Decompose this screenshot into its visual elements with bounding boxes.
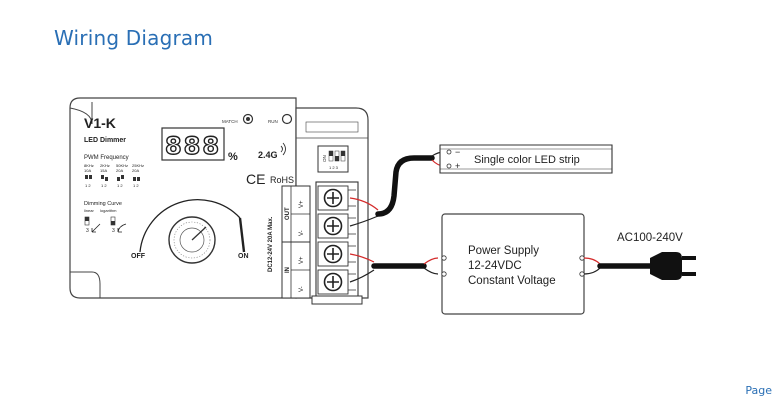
- model-subtitle: LED Dimmer: [84, 137, 126, 144]
- mounting-ear-bottom: [70, 271, 101, 298]
- wire-psu-out-vplus: [423, 257, 439, 265]
- in-vplus: V+: [299, 256, 305, 264]
- led-plus-sign: +: [455, 161, 460, 171]
- pwm-current-4: 20A: [132, 168, 139, 173]
- led-plus-pad: [446, 163, 452, 169]
- linear-curve-icon: [91, 223, 101, 233]
- psu-type: Constant Voltage: [468, 275, 556, 287]
- pwm-current-3: 20A: [116, 168, 123, 173]
- ce-mark: CE: [246, 171, 265, 187]
- ac-plug-icon: [650, 252, 696, 280]
- knob-scale-end: [238, 217, 246, 253]
- log-curve-icon: [117, 223, 127, 233]
- psu-out-minus-terminal: [441, 271, 447, 277]
- terminal-in-vminus: [317, 269, 349, 295]
- wire-psu-out-vminus: [423, 267, 439, 275]
- terminal-in-vplus: [317, 241, 349, 267]
- cable-to-led: [375, 155, 435, 217]
- wire-in-vplus: [349, 253, 375, 263]
- curve-num-a: 3: [86, 228, 89, 234]
- wireless-label: 2.4G: [258, 150, 278, 160]
- pwm-title: PWM Frequency: [84, 155, 129, 161]
- percent-sign: %: [228, 151, 238, 163]
- led-minus-sign: −: [455, 147, 460, 157]
- model-name: V1-K: [84, 115, 116, 131]
- led-minus-pad: [446, 149, 452, 155]
- pwm-option-3: 50KHz 20A 1 2: [116, 163, 128, 188]
- out-vplus: V+: [299, 200, 305, 208]
- curve-title: Dimming Curve: [84, 201, 122, 207]
- pwm-switch-2: 1 2: [101, 183, 107, 188]
- wire-out-vplus: [349, 197, 379, 211]
- pwm-option-1: 8KHz 10A 1 2: [84, 163, 94, 188]
- page-title: Wiring Diagram: [54, 26, 214, 50]
- psu-ac-terminal-2: [579, 271, 585, 277]
- psu-ac-terminal-1: [579, 255, 585, 261]
- pwm-switch-4: 1 2: [133, 183, 139, 188]
- run-label: RUN: [268, 119, 278, 124]
- rohs-mark: RoHS: [270, 175, 294, 185]
- housing-latch: [305, 121, 359, 133]
- out-vminus: V-: [299, 230, 305, 236]
- in-vminus: V-: [299, 286, 305, 292]
- mounting-ear-top: [69, 102, 93, 125]
- pwm-freq-1: 8KHz: [84, 163, 94, 168]
- page-footer: Page: [745, 384, 772, 397]
- terminal-rating: DC12-24V 20A Max.: [268, 216, 274, 272]
- psu-out-plus-terminal: [441, 255, 447, 261]
- pwm-freq-2: 2KHz: [100, 163, 110, 168]
- match-label: MATCH: [222, 119, 238, 124]
- ac-input-label: AC100-240V: [617, 232, 683, 244]
- in-label: IN: [285, 267, 291, 273]
- wire-in-vminus: [349, 269, 375, 283]
- wire-ac-1: [583, 257, 601, 265]
- led-strip-body: [439, 144, 613, 174]
- dip-on-label: ON: [322, 155, 327, 162]
- pwm-current-2: 15A: [100, 168, 107, 173]
- knob-on-label: ON: [238, 253, 249, 260]
- pwm-option-4: 25KHz 20A 1 2: [132, 163, 144, 188]
- wireless-signal-icon: [280, 142, 286, 156]
- psu-title: Power Supply: [468, 245, 539, 257]
- curve-num-b: 3: [112, 228, 115, 234]
- curve-linear-label: linear: [84, 208, 94, 213]
- display-digits: 888: [165, 132, 221, 160]
- out-label: OUT: [285, 207, 291, 220]
- curve-log-label: logarithm: [100, 208, 117, 213]
- pwm-switch-1: 1 2: [85, 183, 91, 188]
- pwm-current-1: 10A: [84, 168, 91, 173]
- run-led: [281, 113, 293, 125]
- display-window: [161, 127, 225, 161]
- pwm-freq-4: 25KHz: [132, 163, 144, 168]
- wire-ac-2: [583, 267, 601, 275]
- dimmer-body: [69, 97, 297, 299]
- knob-scale-arc: [139, 199, 241, 253]
- knob-pointer: [191, 226, 207, 241]
- pwm-option-2: 2KHz 15A 1 2: [100, 163, 110, 188]
- led-strip-label: Single color LED strip: [474, 154, 580, 166]
- pwm-switch-3: 1 2: [117, 183, 123, 188]
- wire-out-vminus: [349, 215, 379, 227]
- pwm-freq-3: 50KHz: [116, 163, 128, 168]
- psu-voltage: 12-24VDC: [468, 260, 522, 272]
- power-supply-body: [441, 213, 585, 315]
- dip-numbers: 1 2 3: [329, 165, 339, 170]
- knob-off-label: OFF: [131, 253, 146, 260]
- terminal-out-vplus: [317, 185, 349, 211]
- terminal-out-vminus: [317, 213, 349, 239]
